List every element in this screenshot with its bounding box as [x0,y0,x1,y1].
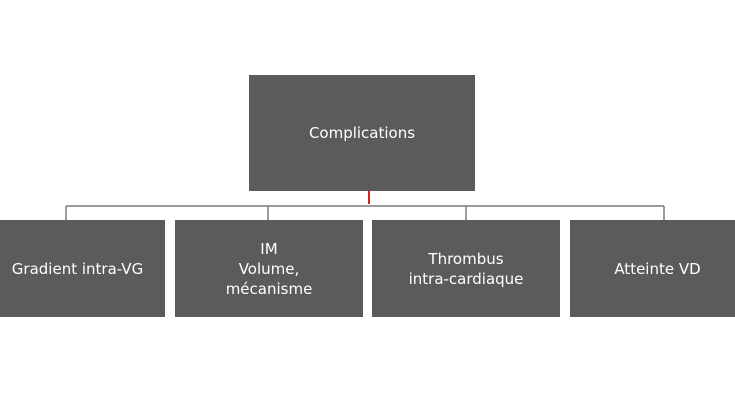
child-node-label: IM Volume, mécanisme [225,239,313,298]
child-node-thrombus-intra-cardiaque: Thrombus intra-cardiaque [372,220,560,317]
child-node-atteinte-vd: Atteinte VD [570,220,735,317]
child-node-label: Atteinte VD [614,259,701,278]
root-node-label: Complications [308,124,416,142]
root-node-complications: Complications [249,75,475,191]
child-node-label: Gradient intra-VG [11,259,144,278]
child-node-im-volume-mecanisme: IM Volume, mécanisme [175,220,363,317]
child-node-label: Thrombus intra-cardiaque [408,249,524,288]
child-node-gradient-intra-vg: Gradient intra-VG [0,220,165,317]
